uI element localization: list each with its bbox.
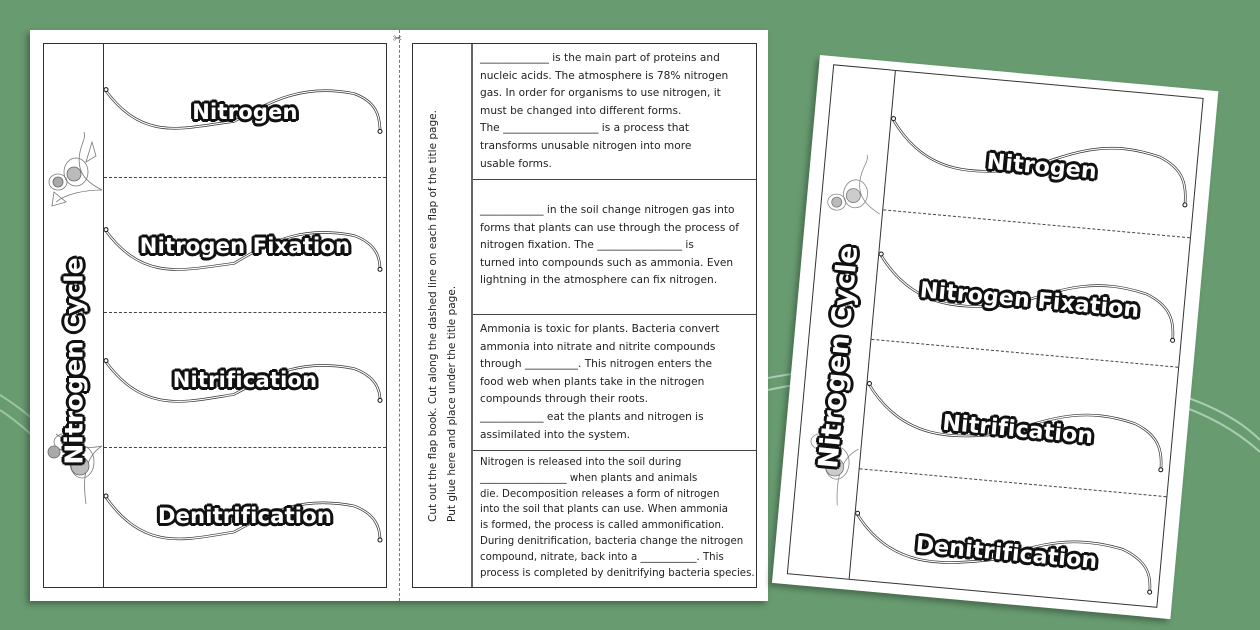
flap-list: Nitrogen Nitrogen Fixation Nitri	[104, 44, 386, 587]
cut-dashed-line	[399, 30, 400, 601]
flap-title: Nitrification	[172, 368, 318, 392]
flap-curve-decoration	[104, 87, 383, 134]
plant-illustration-icon	[827, 154, 881, 215]
flapbook-spine: Nitrogen Cycle	[787, 65, 896, 579]
plant-illustration-icon	[47, 432, 102, 505]
info-text-line: Ammonia is toxic for plants. Bacteria co…	[480, 323, 720, 335]
flapbook-title-page: Nitrogen Cycle Nitrogen Nitr	[43, 43, 387, 588]
info-text-line: die. Decomposition releases a form of ni…	[480, 488, 720, 500]
info-text-line: through __________. This nitrogen enters…	[480, 358, 712, 371]
flap-curve-decoration	[855, 510, 1153, 595]
flap-curve-decoration	[104, 227, 383, 272]
flap-curve-decoration	[104, 493, 383, 543]
flap-nitrification[interactable]: Nitrification	[859, 339, 1179, 498]
worksheet-sheet-front: Nitrogen Cycle Nitrogen Nitr	[30, 30, 768, 601]
info-text-line: gas. In order for organisms to use nitro…	[480, 87, 721, 100]
info-text-line: assimilated into the system.	[480, 428, 631, 441]
flapbook-title-page-preview: Nitrogen Cycle Nitrogen Nitro	[786, 64, 1204, 608]
flap-denitrification[interactable]: Denitrification	[104, 448, 386, 589]
info-text-line: _____________ is the main part of protei…	[480, 52, 720, 64]
flap-title: Denitrification	[158, 504, 332, 528]
flap-curve-decoration	[866, 381, 1164, 473]
info-text-line: nitrogen fixation. The ________________ …	[480, 239, 694, 252]
spine-title: Nitrogen Cycle	[59, 257, 89, 465]
scissors-icon: ✂	[393, 32, 403, 45]
flap-curve-decoration	[878, 251, 1176, 343]
info-text-line: The __________________ is a process that	[480, 122, 690, 135]
info-box-nitrification: Ammonia is toxic for plants. Bacteria co…	[473, 315, 756, 451]
flap-nitrogen[interactable]: Nitrogen	[883, 70, 1203, 239]
flap-title: Nitrogen Fixation	[139, 234, 351, 258]
info-text-line: compound, nitrate, back into a _________…	[480, 551, 724, 563]
flap-curve-decoration	[891, 116, 1188, 208]
info-text-line: must be changed into different forms.	[480, 104, 682, 117]
info-text-line: turned into compounds such as ammonia. E…	[480, 256, 734, 269]
info-text-line: forms that plants can use through the pr…	[480, 221, 739, 234]
worksheet-sheet-preview: Nitrogen Cycle Nitrogen Nitro	[771, 55, 1219, 620]
info-text-line: During denitrification, bacteria change …	[480, 535, 744, 547]
flap-list: Nitrogen Nitrogen Fixation Nitri	[849, 70, 1203, 608]
info-box-nitrogen: _____________ is the main part of protei…	[473, 44, 756, 180]
flap-nitrogen-fixation[interactable]: Nitrogen Fixation	[104, 178, 386, 313]
info-box-denitrification: Nitrogen is released into the soil durin…	[473, 451, 756, 589]
info-text-line: process is completed by denitrifying bac…	[480, 567, 755, 579]
info-text-line: compounds through their roots.	[480, 393, 649, 406]
info-text-line: nucleic acids. The atmosphere is 78% nit…	[480, 69, 729, 82]
info-box-list: _____________ is the main part of protei…	[473, 44, 756, 587]
info-text-line: ammonia into nitrate and nitrite compoun…	[480, 340, 716, 353]
instructions-line-2: Put glue here and place under the title …	[446, 285, 458, 522]
flapbook-spine: Nitrogen Cycle	[44, 44, 104, 587]
info-text-line: into the soil that plants can use. When …	[480, 504, 729, 516]
flap-title: Nitrogen	[192, 100, 298, 124]
info-text-line: lightning in the atmosphere can fix nitr…	[480, 274, 718, 287]
info-text-line: ____________ in the soil change nitrogen…	[480, 204, 735, 216]
info-box-nitrogen-fixation: ____________ in the soil change nitrogen…	[473, 180, 756, 315]
flap-nitrogen-fixation[interactable]: Nitrogen Fixation	[871, 210, 1190, 368]
flap-nitrification[interactable]: Nitrification	[104, 313, 386, 448]
glue-instructions-panel: Cut out the flap book. Cut along the das…	[413, 44, 473, 587]
info-text-line: food web when plants take in the nitroge…	[480, 375, 705, 388]
plant-illustration-icon	[810, 432, 859, 506]
flap-denitrification[interactable]: Denitrification	[849, 469, 1166, 608]
instructions-text: Cut out the flap book. Cut along the das…	[424, 110, 462, 522]
info-text-line: is formed, the process is called ammonif…	[480, 520, 725, 532]
flap-nitrogen[interactable]: Nitrogen	[104, 44, 386, 178]
plant-illustration-icon	[48, 132, 102, 207]
info-text-line: usable forms.	[480, 157, 552, 170]
flapbook-inner-page: Cut out the flap book. Cut along the das…	[412, 43, 757, 588]
info-text-line: _________________ when plants and animal…	[480, 472, 698, 484]
instructions-line-1: Cut out the flap book. Cut along the das…	[427, 110, 439, 522]
info-text-line: transforms unusable nitrogen into more	[480, 139, 692, 152]
flap-curve-decoration	[104, 358, 383, 403]
info-text-line: Nitrogen is released into the soil durin…	[480, 457, 682, 468]
info-text-line: ____________ eat the plants and nitrogen…	[480, 410, 704, 423]
